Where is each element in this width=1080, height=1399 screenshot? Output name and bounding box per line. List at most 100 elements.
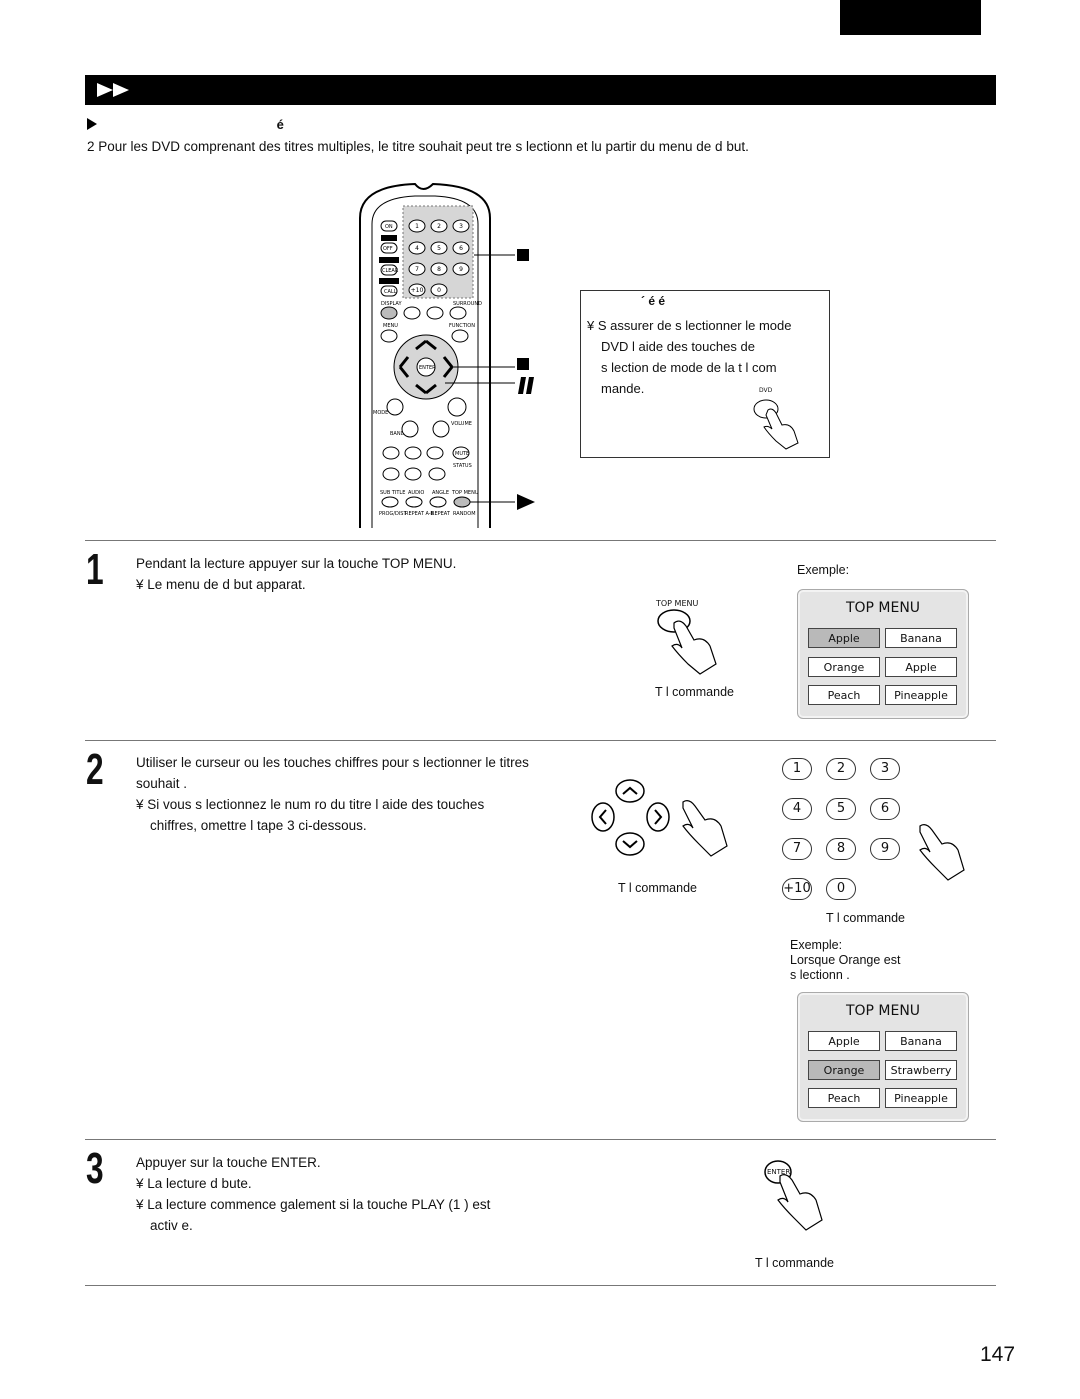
step-2-line-4: chiffres, omettre l tape 3 ci-dessous. xyxy=(150,818,367,833)
menu-item[interactable]: Banana xyxy=(885,628,957,648)
remote-number-key xyxy=(430,283,448,297)
remote-topmenu-label: TOP MENU xyxy=(451,490,479,496)
number-key-plus10[interactable]: +10 xyxy=(782,878,812,900)
example-label: Exemple: xyxy=(790,938,843,952)
remote-number-key-label: +10 xyxy=(411,287,424,294)
remote-number-key xyxy=(452,262,470,276)
step-2-text: Utiliser le curseur ou les touches chiff… xyxy=(136,752,529,836)
remote-volume-label: VOLUME xyxy=(451,421,472,427)
hand-pressing-numbers-icon xyxy=(919,824,965,881)
sub-heading: é xyxy=(87,117,284,132)
top-menu-example-1: TOP MENU Apple Banana Orange Apple Peach… xyxy=(797,589,969,719)
number-key-0[interactable]: 0 xyxy=(826,878,856,900)
number-key-5[interactable]: 5 xyxy=(826,798,856,820)
enter-button-label: ENTER xyxy=(767,1168,791,1176)
remote-off-label: OFF xyxy=(383,246,393,252)
dvd-button-label: DVD xyxy=(759,387,773,394)
number-key-3[interactable]: 3 xyxy=(870,758,900,780)
menu-item[interactable]: Apple xyxy=(885,657,957,677)
remote-number-key-label: 3 xyxy=(459,223,463,230)
remote-subtitle-label: SUB TITLE xyxy=(380,490,405,496)
remote-program-label: PROG/DIST xyxy=(379,511,407,517)
section-title-bar xyxy=(85,75,996,105)
remote-number-key xyxy=(452,219,470,233)
divider xyxy=(85,540,996,541)
remote-number-key-label: 7 xyxy=(415,266,419,273)
remote-number-key-label: 1 xyxy=(415,223,419,230)
remote-repeat-ab-label: REPEAT A-B xyxy=(405,511,434,517)
remote-number-key xyxy=(430,262,448,276)
remote-number-key xyxy=(408,241,426,255)
remote-audio-label: AUDIO xyxy=(408,490,424,496)
step-3-text: Appuyer sur la touche ENTER. ¥ La lectur… xyxy=(136,1152,561,1236)
menu-item[interactable]: Peach xyxy=(808,685,880,705)
remote-number-key-label: 4 xyxy=(415,245,419,252)
remote-caption: T l commande xyxy=(826,911,905,925)
top-menu-example-2: TOP MENU Apple Banana Orange Strawberry … xyxy=(797,992,969,1122)
play-arrow-icon xyxy=(87,118,97,130)
number-key-6[interactable]: 6 xyxy=(870,798,900,820)
menu-item[interactable]: Apple xyxy=(808,628,880,648)
fast-forward-icon xyxy=(97,83,129,97)
menu-item[interactable]: Orange xyxy=(808,657,880,677)
step-3-line-3: ¥ La lecture commence galement si la tou… xyxy=(136,1197,491,1212)
number-key-1[interactable]: 1 xyxy=(782,758,812,780)
remote-number-key xyxy=(408,262,426,276)
step-2-line-1: Utiliser le curseur ou les touches chiff… xyxy=(136,755,529,770)
remote-repeat-label: REPEAT xyxy=(431,511,451,517)
remote-enter-label: ENTER xyxy=(419,365,436,371)
remote-mode-label: MODE xyxy=(373,410,388,416)
remote-menu-label: MENU xyxy=(383,323,398,329)
remote-caption: T l commande xyxy=(755,1256,834,1270)
page-number: 147 xyxy=(980,1343,1016,1366)
remote-call-label: CALL xyxy=(384,289,397,295)
divider xyxy=(85,1139,996,1140)
hand-icon xyxy=(682,800,728,857)
menu-item[interactable]: Pineapple xyxy=(885,1088,957,1108)
remote-number-key-label: 2 xyxy=(437,223,441,230)
step-1-text: Pendant la lecture appuyer sur la touche… xyxy=(136,553,456,595)
step-3-line-1: Appuyer sur la touche ENTER. xyxy=(136,1155,321,1170)
remote-band-label: BAND xyxy=(390,431,405,437)
divider xyxy=(85,740,996,741)
remote-number-key-label: 0 xyxy=(437,287,441,294)
hand-pressing-dvd-icon xyxy=(753,399,799,450)
menu-item[interactable]: Banana xyxy=(885,1031,957,1051)
example-2: Exemple: Lorsque Orange est s lectionn . xyxy=(790,938,901,983)
step-3-line-2: ¥ La lecture d bute. xyxy=(136,1176,252,1191)
note-title: ´ é é xyxy=(641,294,666,308)
menu-item[interactable]: Pineapple xyxy=(885,685,957,705)
remote-number-key xyxy=(452,241,470,255)
note-box: ´ é é ¥ S assurer de s lectionner le mod… xyxy=(580,290,830,458)
remote-clear-label: CLEAR xyxy=(382,268,399,274)
number-key-4[interactable]: 4 xyxy=(782,798,812,820)
example-line-1: Lorsque Orange est xyxy=(790,953,901,967)
step-1-line-2: ¥ Le menu de d but apparat. xyxy=(136,577,306,592)
example-label: Exemple: xyxy=(797,563,850,577)
remote-function-label: FUNCTION xyxy=(449,323,475,329)
number-key-9[interactable]: 9 xyxy=(870,838,900,860)
remote-mute-label: MUTE xyxy=(455,451,469,457)
remote-angle-label: ANGLE xyxy=(432,490,449,496)
note-line-1: ¥ S assurer de s lectionner le mode xyxy=(587,318,792,333)
note-line-3: s lection de mode de la t l com xyxy=(601,360,777,375)
remote-number-key-label: 5 xyxy=(437,245,441,252)
menu-item[interactable]: Strawberry xyxy=(885,1060,957,1080)
menu-item[interactable]: Peach xyxy=(808,1088,880,1108)
step-number: 1 xyxy=(86,545,104,594)
step-number: 2 xyxy=(86,745,104,794)
step-2-line-3: ¥ Si vous s lectionnez le num ro du titr… xyxy=(136,797,485,812)
remote-number-key xyxy=(408,219,426,233)
remote-caption: T l commande xyxy=(655,685,734,699)
language-tab xyxy=(840,0,981,35)
arrow-icon xyxy=(598,786,663,849)
remote-on-label: ON xyxy=(385,224,393,230)
number-key-8[interactable]: 8 xyxy=(826,838,856,860)
remote-caption: T l commande xyxy=(618,881,697,895)
menu-title: TOP MENU xyxy=(845,600,921,616)
menu-item[interactable]: Orange xyxy=(808,1060,880,1080)
number-key-7[interactable]: 7 xyxy=(782,838,812,860)
menu-item[interactable]: Apple xyxy=(808,1031,880,1051)
number-key-2[interactable]: 2 xyxy=(826,758,856,780)
